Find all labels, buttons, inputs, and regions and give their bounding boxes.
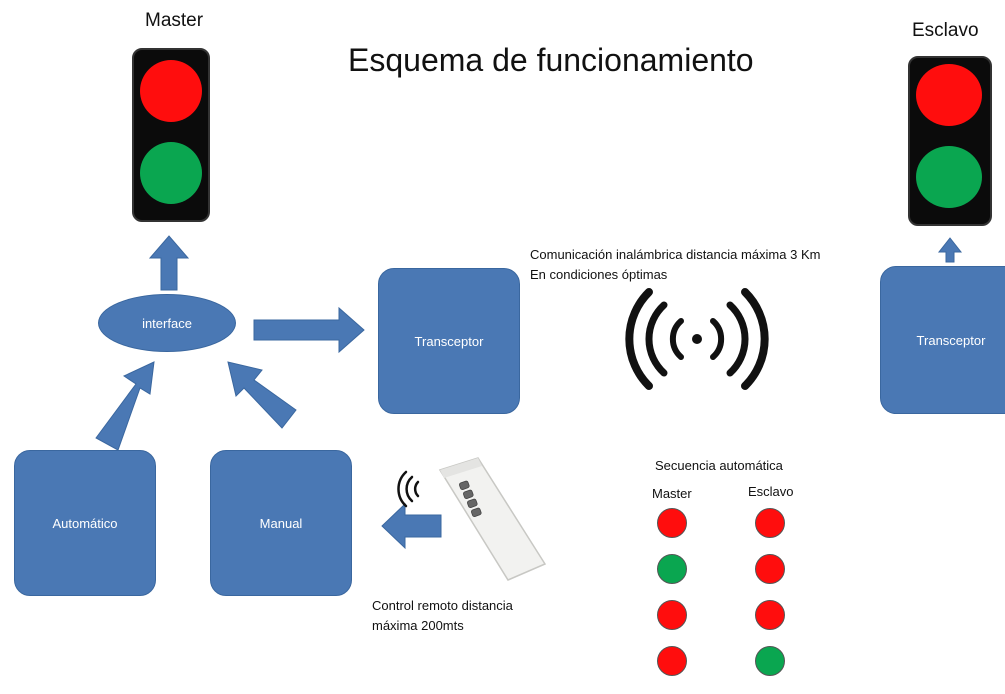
sequence-col-master: Master <box>652 486 692 501</box>
slave-label: Esclavo <box>912 20 979 41</box>
transceiver-master-node: Transceptor <box>378 268 520 414</box>
transceiver-master-label: Transceptor <box>414 333 484 349</box>
arrow-right-transceptor <box>253 306 365 354</box>
master-traffic-light <box>132 48 210 222</box>
arrow-up-slave <box>937 237 963 263</box>
arrow-remote-manual <box>381 502 442 550</box>
wireless-note-line2: En condiciones óptimas <box>530 267 668 282</box>
sequence-master-light-4 <box>657 646 687 676</box>
arrow-automatic-interface <box>95 361 155 451</box>
remote-note-line2: máxima 200mts <box>372 618 464 633</box>
remote-note: Control remoto distancia máxima 200mts <box>372 596 513 636</box>
manual-node: Manual <box>210 450 352 596</box>
interface-node: interface <box>98 294 236 352</box>
arrow-up-master <box>148 235 190 291</box>
interface-label: interface <box>142 315 192 331</box>
manual-label: Manual <box>259 515 303 531</box>
automatic-node: Automático <box>14 450 156 596</box>
transceiver-slave-node: Transceptor <box>880 266 1005 414</box>
sequence-master-light-1 <box>657 508 687 538</box>
automatic-label: Automático <box>52 515 118 531</box>
remote-control-icon <box>438 457 547 581</box>
wireless-note-line1: Comunicación inalámbrica distancia máxim… <box>530 247 821 262</box>
sequence-col-slave: Esclavo <box>748 484 794 499</box>
sequence-master-light-3 <box>657 600 687 630</box>
wireless-note: Comunicación inalámbrica distancia máxim… <box>530 245 820 285</box>
master-green-lamp <box>140 142 202 204</box>
transceiver-slave-label: Transceptor <box>916 332 986 348</box>
slave-traffic-light <box>908 56 992 226</box>
arrow-manual-interface <box>227 361 297 429</box>
slave-green-lamp <box>916 146 982 208</box>
slave-red-lamp <box>916 64 982 126</box>
wireless-signal-icon <box>625 288 769 390</box>
sequence-master-light-2 <box>657 554 687 584</box>
master-label: Master <box>145 10 204 31</box>
master-red-lamp <box>140 60 202 122</box>
sequence-slave-light-4 <box>755 646 785 676</box>
sequence-slave-light-1 <box>755 508 785 538</box>
diagram-title: Esquema de funcionamiento <box>348 42 754 78</box>
remote-signal-icon <box>397 470 420 508</box>
sequence-title: Secuencia automática <box>655 458 783 473</box>
remote-note-line1: Control remoto distancia <box>372 598 513 613</box>
sequence-slave-light-2 <box>755 554 785 584</box>
sequence-slave-light-3 <box>755 600 785 630</box>
